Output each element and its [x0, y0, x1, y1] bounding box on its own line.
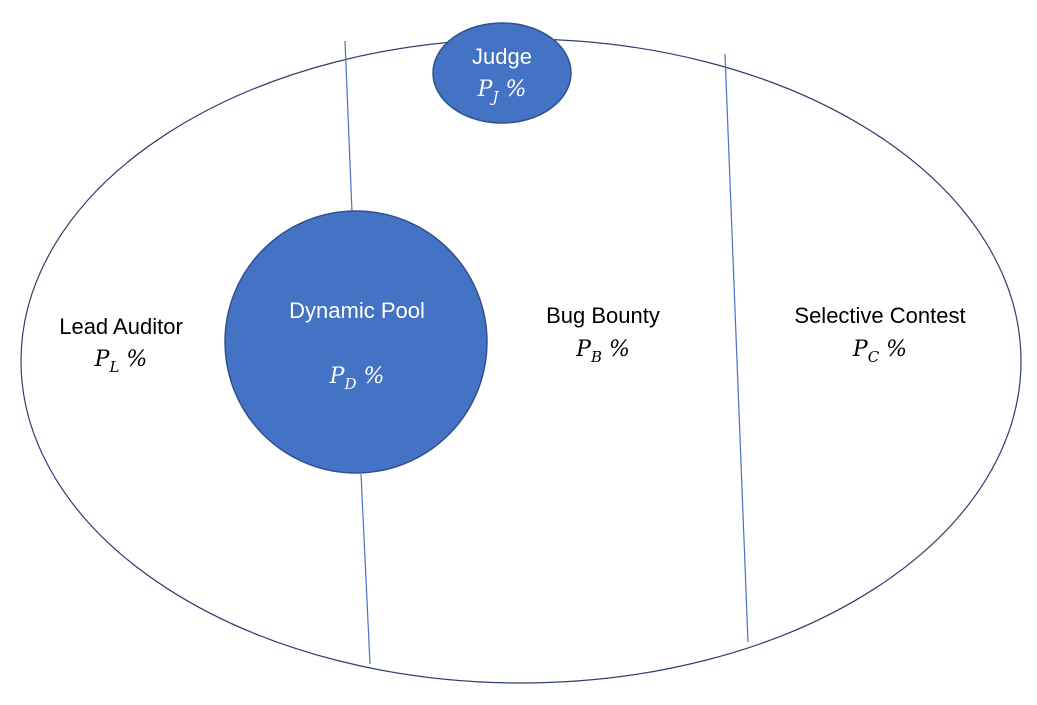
- lead-auditor-title: Lead Auditor: [59, 314, 183, 339]
- bug-bounty-title: Bug Bounty: [546, 303, 660, 328]
- dynamic-pool-share: PD %: [329, 364, 385, 393]
- lead-auditor-share: PL %: [94, 347, 148, 376]
- dynamic-pool-circle: [224, 210, 488, 474]
- bug-bounty-share: PB %: [575, 337, 630, 366]
- divider-left-lower: [360, 473, 371, 665]
- selective-contest-title: Selective Contest: [794, 303, 965, 328]
- selective-contest-share: PC %: [852, 337, 907, 366]
- dynamic-pool-title: Dynamic Pool: [289, 298, 425, 323]
- judge-pool-circle: [432, 22, 572, 124]
- divider-left-upper: [344, 40, 353, 213]
- judge-title: Judge: [472, 44, 532, 69]
- judge-share: PJ %: [477, 77, 527, 106]
- divider-right: [724, 53, 749, 643]
